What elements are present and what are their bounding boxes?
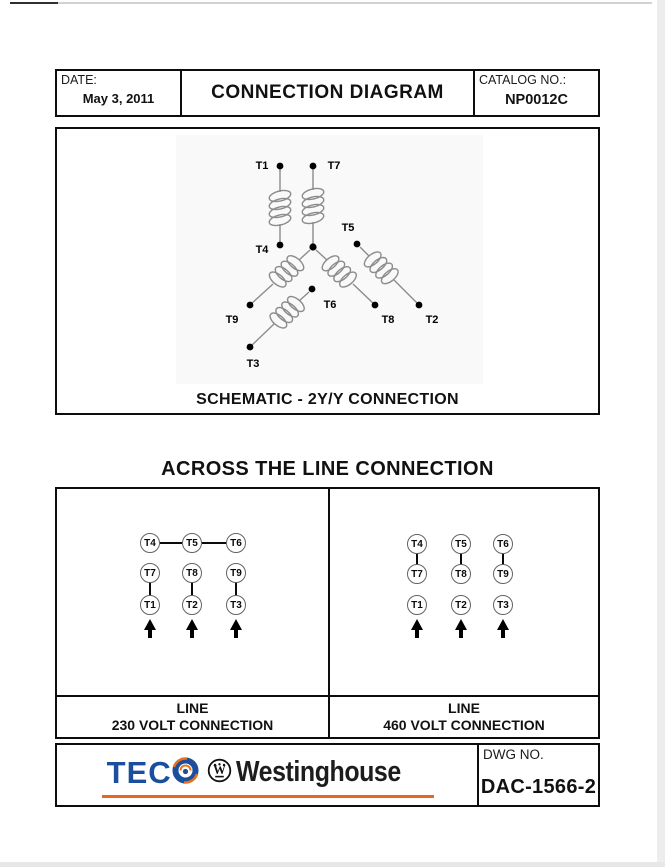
schematic-box: T1 T7 T4 T5 T9 T6 T8 T2 T3 SCHEMATIC - 2… — [55, 127, 600, 415]
connection-230v-caption: LINE 230 VOLT CONNECTION — [57, 697, 328, 737]
connection-460v-column: T4 T5 T6 T7 T8 T9 T1 T2 T3 LINE 460 VOLT… — [330, 489, 598, 737]
terminal-circle: T1 — [407, 595, 427, 615]
terminal-circle: T6 — [226, 533, 246, 553]
wire-t7-t1 — [148, 581, 152, 595]
terminal-label-t8: T8 — [381, 314, 395, 326]
teco-westinghouse-logo: TEC W — [57, 745, 477, 805]
westinghouse-circle-w-icon: W — [207, 758, 232, 788]
connection-230v-column: T4 T5 T6 T7 T8 T9 T1 T2 T3 LINE 230 VOLT… — [57, 489, 330, 737]
date-label: DATE: — [61, 73, 97, 87]
wire-t4-t7 — [415, 552, 419, 566]
dwg-cell: DWG NO. DAC-1566-2 — [477, 745, 598, 805]
date-cell: DATE: May 3, 2011 — [57, 71, 180, 115]
terminal-circle: T4 — [140, 533, 160, 553]
terminal-label-t5: T5 — [341, 222, 355, 234]
terminal-circle: T3 — [226, 595, 246, 615]
wire-t6-t9 — [501, 552, 505, 566]
dwg-value: DAC-1566-2 — [480, 776, 597, 798]
footer-table: TEC W — [55, 743, 600, 807]
line-arrow-icon — [186, 619, 198, 638]
connection-460v-diagram: T4 T5 T6 T7 T8 T9 T1 T2 T3 — [330, 489, 598, 697]
date-value: May 3, 2011 — [82, 91, 155, 106]
line-arrow-icon — [455, 619, 467, 638]
scan-artifact-bottom — [0, 862, 665, 867]
terminal-label-t7: T7 — [327, 160, 341, 172]
terminal-label-t4: T4 — [255, 244, 269, 256]
scan-artifact-right — [657, 0, 665, 867]
wire-t9-t3 — [234, 581, 238, 595]
catalog-cell: CATALOG NO.: NP0012C — [475, 71, 598, 115]
scan-artifact-top-light — [58, 2, 652, 4]
terminal-circle: T9 — [226, 563, 246, 583]
caption-volt: 230 VOLT CONNECTION — [111, 717, 274, 733]
title-cell: CONNECTION DIAGRAM — [180, 71, 475, 115]
terminal-label-t2: T2 — [425, 314, 439, 326]
westinghouse-wordmark: Westinghouse — [235, 755, 401, 788]
terminal-circle: T9 — [493, 564, 513, 584]
terminal-circle: T2 — [451, 595, 471, 615]
terminal-circle: T3 — [493, 595, 513, 615]
dwg-label: DWG NO. — [483, 747, 544, 762]
terminal-circle: T8 — [182, 563, 202, 583]
catalog-label: CATALOG NO.: — [479, 73, 567, 87]
terminal-circle: T6 — [493, 534, 513, 554]
terminal-label-t1: T1 — [255, 160, 269, 172]
caption-line: LINE — [176, 700, 209, 716]
terminal-label-t6: T6 — [323, 299, 337, 311]
line-arrow-icon — [497, 619, 509, 638]
wire-t5-t6 — [202, 541, 226, 545]
terminal-dots — [246, 162, 423, 351]
caption-line: LINE — [448, 700, 480, 716]
line-arrow-icon — [144, 619, 156, 638]
terminal-circle: T5 — [182, 533, 202, 553]
header-table: DATE: May 3, 2011 CONNECTION DIAGRAM CAT… — [55, 69, 600, 117]
schematic-caption: SCHEMATIC - 2Y/Y CONNECTION — [196, 391, 459, 408]
winding-wires — [249, 169, 420, 348]
wire-t5-t8 — [459, 552, 463, 566]
schematic-wiring-diagram — [176, 135, 483, 384]
terminal-circle: T7 — [407, 564, 427, 584]
terminal-circle: T2 — [182, 595, 202, 615]
teco-o-swirl-icon — [171, 756, 200, 790]
svg-text:W: W — [213, 763, 226, 777]
terminal-circle: T1 — [140, 595, 160, 615]
teco-wordmark: TEC — [106, 754, 172, 790]
across-line-table: T4 T5 T6 T7 T8 T9 T1 T2 T3 LINE 230 VOLT… — [55, 487, 600, 739]
wire-t4-t5 — [160, 541, 182, 545]
line-arrow-icon — [230, 619, 242, 638]
terminal-circle: T7 — [140, 563, 160, 583]
wire-t8-t2 — [190, 581, 194, 595]
terminal-circle: T4 — [407, 534, 427, 554]
logo-row: TEC W — [107, 755, 428, 789]
caption-volt: 460 VOLT CONNECTION — [383, 717, 545, 733]
page-title: CONNECTION DIAGRAM — [211, 82, 444, 103]
line-arrow-icon — [411, 619, 423, 638]
terminal-label-t9: T9 — [225, 314, 239, 326]
terminal-circle: T8 — [451, 564, 471, 584]
connection-230v-diagram: T4 T5 T6 T7 T8 T9 T1 T2 T3 — [57, 489, 328, 697]
across-line-heading: ACROSS THE LINE CONNECTION — [161, 458, 494, 480]
connection-460v-caption: LINE 460 VOLT CONNECTION — [330, 697, 598, 737]
catalog-value: NP0012C — [505, 92, 568, 108]
logo-underline — [102, 795, 434, 798]
terminal-label-t3: T3 — [246, 358, 260, 370]
scan-artifact-top-dark — [10, 2, 58, 4]
schematic-image-background — [176, 135, 483, 384]
terminal-circle: T5 — [451, 534, 471, 554]
